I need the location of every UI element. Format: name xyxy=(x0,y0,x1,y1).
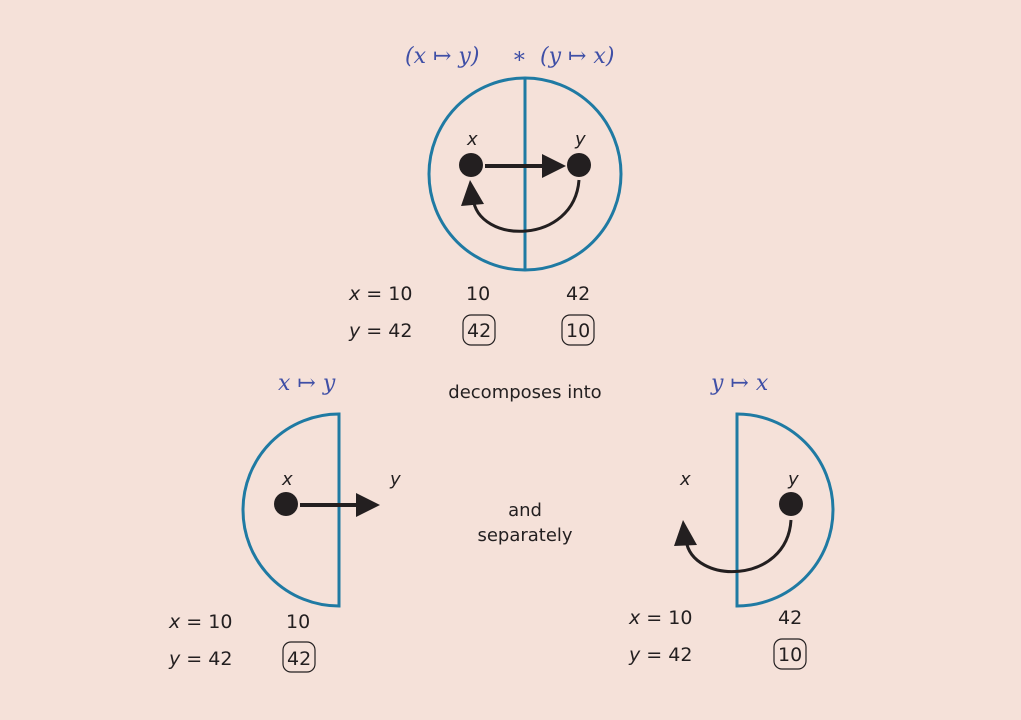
top-node-y xyxy=(567,153,591,177)
top-state-x: x = 10 xyxy=(348,283,412,305)
top-formula-star: ∗ xyxy=(512,44,527,69)
top-node-x xyxy=(459,153,483,177)
left-label-x: x xyxy=(281,469,293,490)
left-col-box xyxy=(282,641,316,673)
top-col2-row1: 42 xyxy=(566,283,590,305)
left-label-y: y xyxy=(389,469,401,490)
top-circle-group: x y xyxy=(427,76,623,272)
left-col-row2: 42 xyxy=(287,648,311,670)
right-col-row2: 10 xyxy=(778,644,802,666)
left-halfcircle-group: x y xyxy=(241,412,401,608)
right-col-row1: 42 xyxy=(778,607,802,629)
top-col2-box xyxy=(561,314,595,346)
right-state-x: x = 10 xyxy=(628,607,692,629)
left-arrowhead xyxy=(356,493,380,517)
decomposes-caption: decomposes into xyxy=(448,382,601,403)
top-col1-box xyxy=(462,314,496,346)
left-col-row1: 10 xyxy=(286,611,310,633)
right-label-x: x xyxy=(679,469,691,490)
right-state-y: y = 42 xyxy=(628,644,692,666)
left-state-y: y = 42 xyxy=(168,648,232,670)
top-col1-row1: 10 xyxy=(466,283,490,305)
right-halfcircle xyxy=(735,412,835,608)
right-arrow-y-to-x xyxy=(684,519,793,574)
top-formula-left: (x ↦ y) xyxy=(405,44,479,69)
top-state-y: y = 42 xyxy=(348,320,412,342)
right-arrowhead xyxy=(674,520,697,546)
top-label-y: y xyxy=(574,129,586,150)
right-halfcircle-group: x y xyxy=(674,412,835,608)
top-formula: (x ↦ y) ∗ (y ↦ x) xyxy=(405,44,614,69)
right-state: x = 10 y = 42 42 10 xyxy=(628,607,807,670)
left-state-x: x = 10 xyxy=(168,611,232,633)
top-arrow-y-to-x xyxy=(471,179,581,233)
left-formula: x ↦ y xyxy=(278,371,336,396)
right-col-box xyxy=(773,638,807,670)
top-formula-right: (y ↦ x) xyxy=(540,44,614,69)
left-node-x xyxy=(274,492,298,516)
right-node-y xyxy=(779,492,803,516)
top-label-x: x xyxy=(466,129,478,150)
top-arrowhead-x-to-y xyxy=(542,154,566,178)
top-col2-row2: 10 xyxy=(566,320,590,342)
left-halfcircle xyxy=(241,412,341,608)
top-arrowhead-y-to-x xyxy=(461,180,484,206)
top-col1-row2: 42 xyxy=(467,320,491,342)
top-state: x = 10 y = 42 10 42 42 10 xyxy=(348,283,595,346)
and-caption-line1: and xyxy=(508,500,542,521)
right-formula: y ↦ x xyxy=(710,371,769,396)
left-state: x = 10 y = 42 10 42 xyxy=(168,611,316,673)
and-caption-line2: separately xyxy=(477,525,572,546)
right-label-y: y xyxy=(787,469,799,490)
